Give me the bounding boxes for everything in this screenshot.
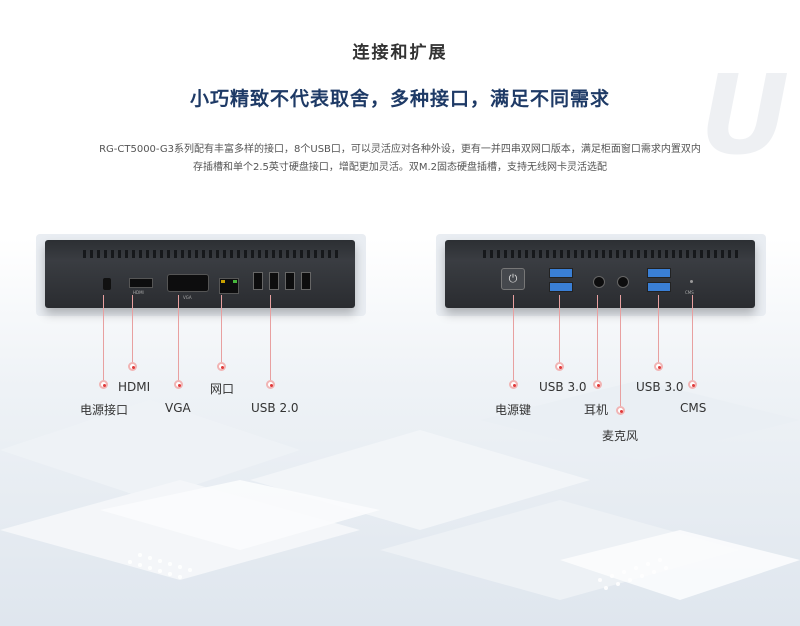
usb3-port	[647, 282, 671, 292]
callout-line	[103, 295, 104, 383]
callout-line	[178, 295, 179, 383]
left-device-image: HDMI VGA	[45, 240, 355, 308]
description-line-1: RG-CT5000-G3系列配有丰富多样的接口，8个USB口，可以灵活应对各种外…	[99, 144, 701, 155]
vent-grille	[483, 250, 738, 258]
callout-line	[597, 295, 598, 383]
page-subtitle: 小巧精致不代表取舍，多种接口，满足不同需求	[189, 88, 610, 110]
usb2-port	[253, 272, 263, 290]
label-usb2: USB 2.0	[251, 401, 299, 415]
callout-dot	[616, 406, 625, 415]
microphone-jack	[617, 276, 629, 288]
callout-line	[270, 295, 271, 383]
callout-dot	[555, 362, 564, 371]
dc-power-port	[103, 278, 111, 290]
label-headphone: 耳机	[584, 403, 609, 417]
callout-line	[221, 295, 222, 365]
left-device-panel: HDMI VGA	[36, 234, 366, 316]
cms-button	[690, 280, 693, 283]
cms-port-mark: CMS	[685, 290, 694, 295]
right-device-image: ⏻ CMS	[445, 240, 755, 308]
label-usb3-right: USB 3.0	[636, 380, 684, 394]
hdmi-port	[129, 278, 153, 288]
usb2-port	[269, 272, 279, 290]
vga-port	[167, 274, 209, 292]
callout-dot	[99, 380, 108, 389]
usb3-port	[549, 268, 573, 278]
callout-dot	[688, 380, 697, 389]
callout-dot	[654, 362, 663, 371]
headphone-jack	[593, 276, 605, 288]
usb3-port	[549, 282, 573, 292]
label-usb3-left: USB 3.0	[539, 380, 587, 394]
usb3-port	[647, 268, 671, 278]
right-device-panel: ⏻ CMS	[436, 234, 766, 316]
callout-dot	[174, 380, 183, 389]
background-cubes	[0, 380, 800, 600]
description-line-2: 存插槽和单个2.5英寸硬盘接口，增配更加灵活。双M.2固态硬盘插槽，支持无线网卡…	[192, 162, 608, 173]
usb2-port	[301, 272, 311, 290]
callout-dot	[128, 362, 137, 371]
power-button: ⏻	[501, 268, 525, 290]
vga-port-mark: VGA	[183, 295, 192, 300]
label-vga: VGA	[165, 401, 191, 415]
callout-dot	[509, 380, 518, 389]
callout-line	[513, 295, 514, 383]
vent-grille	[83, 250, 338, 258]
callout-line	[132, 295, 133, 365]
callout-line	[658, 295, 659, 365]
label-power-port: 电源接口	[80, 403, 129, 417]
callout-dot	[593, 380, 602, 389]
callout-dot	[217, 362, 226, 371]
callout-line	[692, 295, 693, 383]
callout-line	[559, 295, 560, 365]
label-cms: CMS	[680, 401, 707, 415]
description: RG-CT5000-G3系列配有丰富多样的接口，8个USB口，可以灵活应对各种外…	[80, 141, 720, 177]
label-microphone: 麦克风	[602, 429, 639, 443]
ethernet-port	[219, 278, 239, 294]
callout-line	[620, 295, 621, 409]
callout-dot	[266, 380, 275, 389]
page-title: 连接和扩展	[352, 43, 448, 63]
label-hdmi: HDMI	[118, 380, 151, 394]
label-power-button: 电源键	[495, 403, 532, 417]
label-network-port: 网口	[210, 382, 235, 396]
decorative-u-logo: U	[700, 51, 790, 179]
usb2-port	[285, 272, 295, 290]
hdmi-port-mark: HDMI	[133, 290, 144, 295]
